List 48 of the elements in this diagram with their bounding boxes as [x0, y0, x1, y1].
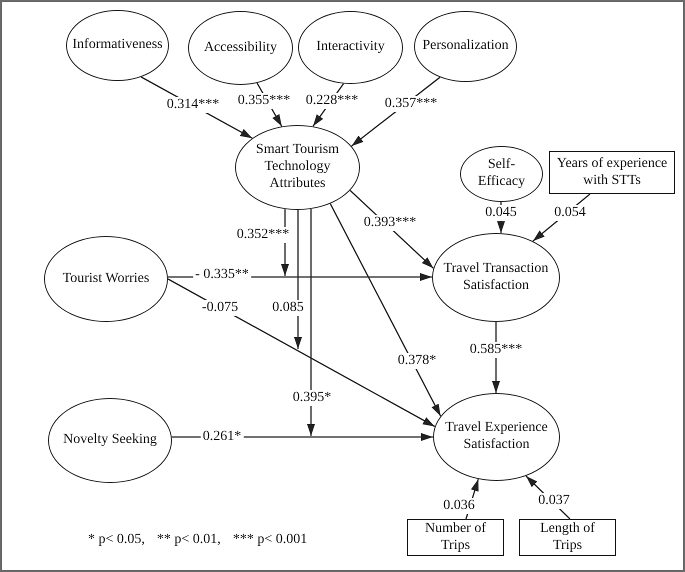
arrow [294, 210, 302, 349]
significance-note: * p< 0.05, [88, 532, 145, 548]
significance-note: *** p< 0.001 [232, 532, 308, 548]
latent-variable-ellipse [432, 233, 560, 322]
variable-name: Travel Transaction Satisfaction [442, 260, 550, 294]
path-coefficient: 0.585*** [468, 342, 524, 358]
path-coefficient: 0.355*** [236, 92, 292, 110]
observed-variable-box [519, 519, 616, 556]
arrow [168, 278, 436, 428]
latent-variable-ellipse [44, 236, 168, 322]
path-coefficient: 0.228*** [304, 92, 360, 110]
latent-variable-ellipse [460, 146, 543, 202]
path-coefficient: 0.054 [552, 204, 588, 222]
path-coefficient: 0.393*** [362, 214, 418, 232]
variable-name: Personalization [422, 38, 509, 55]
path-coefficient: 0.314*** [164, 96, 222, 114]
variable-name: Length of Trips [539, 520, 596, 554]
path-coefficient: 0.352*** [234, 226, 292, 244]
variable-name: Accessibility [204, 40, 278, 56]
arrow [330, 203, 442, 416]
latent-variable-ellipse [48, 398, 172, 483]
path-coefficient: 0.045 [483, 204, 519, 222]
latent-variable-ellipse [298, 11, 403, 84]
latent-variable-ellipse [414, 11, 517, 82]
arrow [307, 209, 315, 436]
path-coefficient: 0.037 [536, 492, 572, 510]
variable-name: Self-Efficacy [476, 157, 526, 191]
variable-name: Smart Tourism Technology Attributes [254, 142, 340, 193]
latent-variable-ellipse [433, 393, 560, 481]
variable-name: Number of Trips [424, 520, 488, 554]
variable-name: Novelty Seeking [63, 432, 157, 449]
path-coefficient: 0.378* [396, 352, 438, 370]
variable-name: Tourist Worries [62, 270, 150, 288]
variable-name: Informativeness [72, 37, 163, 54]
path-coefficient: -0.075 [200, 300, 240, 316]
variable-name: Interactivity [316, 39, 385, 56]
path-coefficient: 0.357*** [382, 96, 440, 112]
observed-variable-box [407, 519, 504, 556]
latent-variable-ellipse [66, 10, 169, 81]
latent-variable-ellipse [188, 11, 293, 85]
path-coefficient: 0.085 [270, 300, 306, 316]
significance-note: ** p< 0.01, [156, 532, 221, 548]
path-coefficient: 0.036 [441, 498, 477, 514]
path-coefficient: 0.395* [290, 390, 334, 406]
variable-name: Travel Experience Satisfaction [444, 420, 549, 454]
latent-variable-ellipse [235, 125, 360, 210]
variable-name: Years of experience with STTs [556, 156, 668, 190]
observed-variable-box [549, 151, 675, 194]
